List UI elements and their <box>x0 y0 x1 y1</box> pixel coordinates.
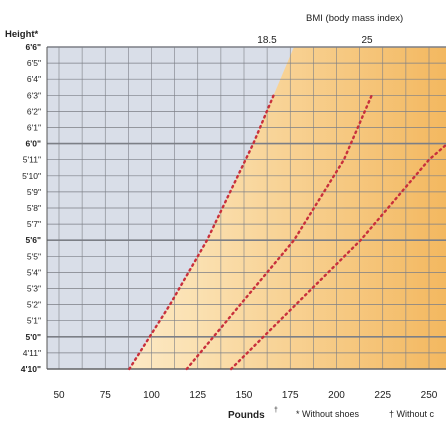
y-tick-label: 5'10" <box>22 171 41 181</box>
bmi-curve-18.5 <box>128 94 275 371</box>
bmi-curves <box>128 94 446 371</box>
y-tick-label: 4'10" <box>21 364 41 374</box>
bmi-curve-labels: 18.5 25 <box>257 35 373 46</box>
bmi-curve-label: 18.5 <box>257 35 277 46</box>
y-tick-label: 6'4" <box>27 74 41 84</box>
x-tick-labels: 50 75 100 125 150 175 200 225 250 <box>53 390 437 401</box>
y-tick-label: 5'8" <box>27 203 41 213</box>
chart-title: BMI (body mass index) <box>306 13 404 24</box>
y-tick-label: 6'2" <box>27 106 41 116</box>
y-tick-label: 5'2" <box>27 300 41 310</box>
y-tick-label: 6'1" <box>27 123 41 133</box>
x-tick-label: 250 <box>421 390 438 401</box>
grid-lines <box>46 46 446 370</box>
bmi-curve-unlabeled <box>229 143 446 371</box>
y-tick-label: 5'9" <box>27 187 41 197</box>
y-tick-label: 6'5" <box>27 58 41 68</box>
y-tick-labels: 6'6" 6'5" 6'4" 6'3" 6'2" 6'1" 6'0" 5'11" 5'10" 5'… <box>21 42 41 374</box>
bmi-curve-label: 25 <box>361 35 373 46</box>
y-tick-label: 6'6" <box>25 42 41 52</box>
x-axis-label-group: Pounds † * Without shoes † Without c <box>228 407 435 421</box>
x-tick-label: 75 <box>100 390 112 401</box>
footnote-without-clothes: † Without c <box>389 409 435 419</box>
y-tick-label: 5'0" <box>25 332 41 342</box>
y-tick-label: 5'6" <box>25 235 41 245</box>
x-tick-label: 50 <box>53 390 65 401</box>
x-tick-label: 150 <box>236 390 253 401</box>
y-axis-label: Height* <box>5 29 39 40</box>
x-tick-label: 100 <box>143 390 160 401</box>
x-tick-label: 175 <box>282 390 299 401</box>
y-tick-label: 5'1" <box>27 316 41 326</box>
x-tick-label: 225 <box>374 390 391 401</box>
y-tick-label: 5'11" <box>23 155 41 165</box>
y-tick-label: 5'7" <box>27 219 41 229</box>
x-axis-label-mark: † <box>274 407 278 414</box>
y-tick-label: 5'5" <box>27 251 41 261</box>
x-tick-label: 125 <box>189 390 206 401</box>
x-tick-label: 200 <box>328 390 345 401</box>
bmi-curve-25 <box>185 94 373 371</box>
y-tick-label: 5'4" <box>27 267 41 277</box>
y-tick-label: 6'0" <box>25 139 41 149</box>
footnote-without-shoes: * Without shoes <box>296 409 360 419</box>
y-tick-label: 4'11" <box>23 348 41 358</box>
y-tick-label: 6'3" <box>27 90 41 100</box>
y-tick-label: 5'3" <box>27 284 41 294</box>
x-axis-label: Pounds <box>228 410 265 421</box>
